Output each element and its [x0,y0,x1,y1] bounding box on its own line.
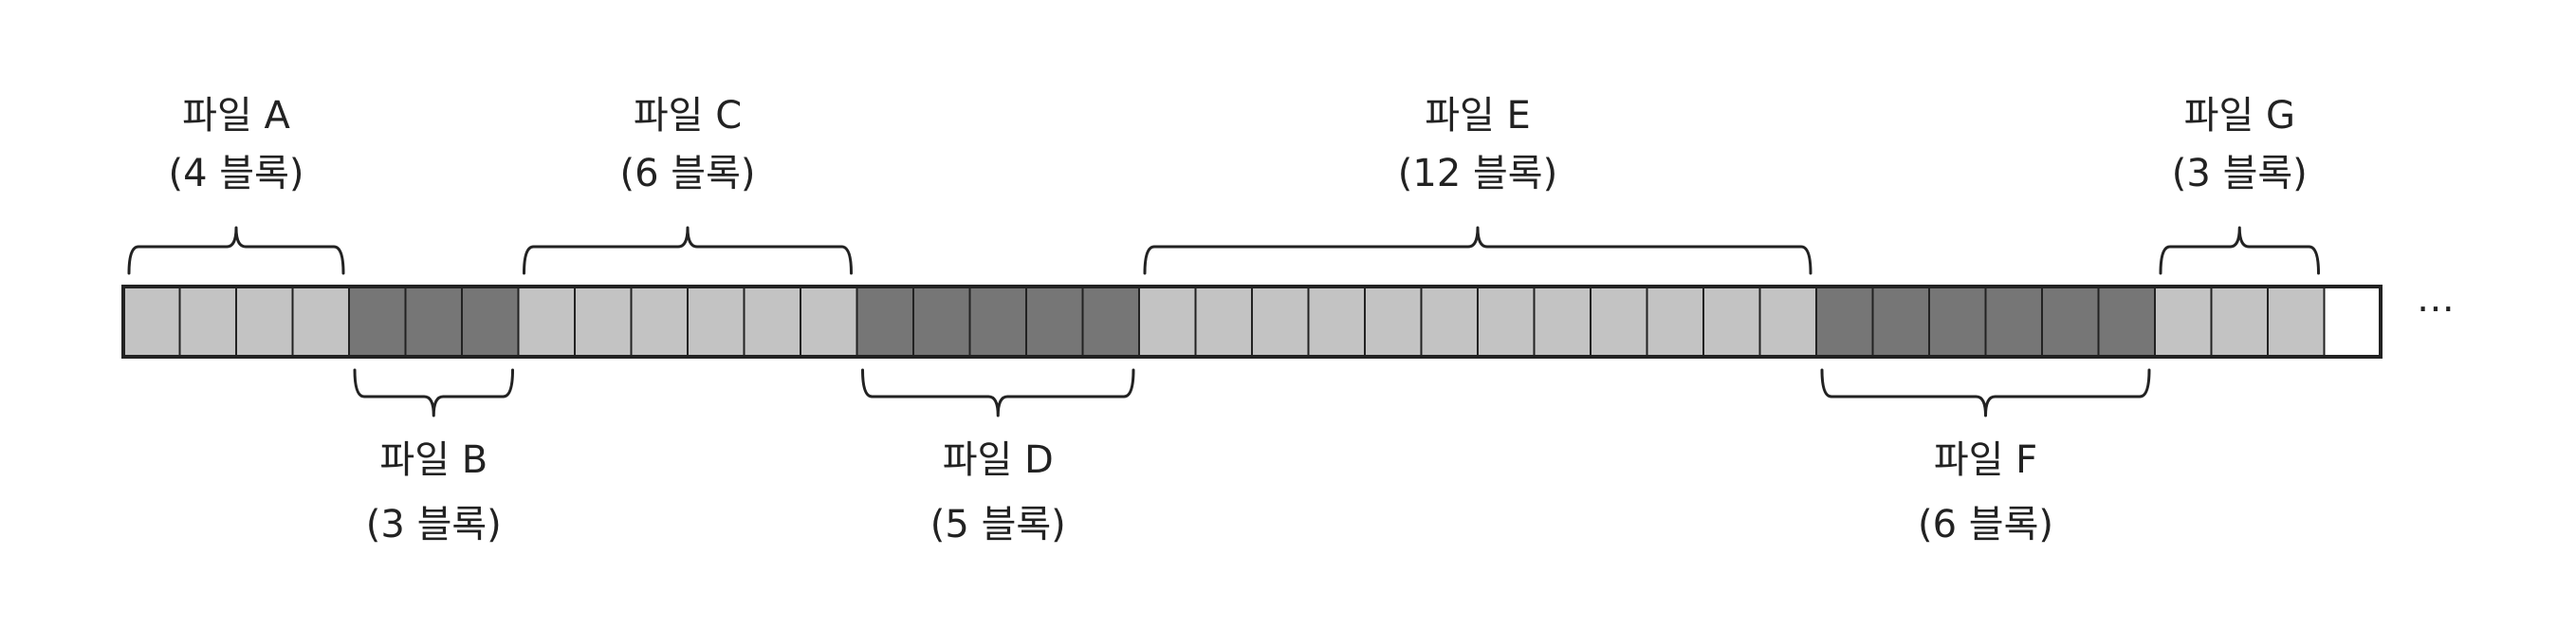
disk-block [461,286,520,358]
disk-block [1928,286,1987,358]
disk-block [1364,286,1423,358]
file-name-label: 파일 F [1934,438,2037,482]
disk-block [404,286,463,358]
disk-block [743,286,801,358]
disk-block [800,286,858,358]
disk-block [630,286,689,358]
disk-block [1702,286,1761,358]
file-size-label: (6 블록) [620,152,756,195]
disk-block [178,286,237,358]
file-brace [127,226,345,275]
file-brace [1143,226,1812,275]
disk-block [2097,286,2156,358]
disk-block [1081,286,1140,358]
disk-block [912,286,971,358]
disk-block [2210,286,2269,358]
disk-block [122,286,181,358]
file-brace [353,368,514,417]
disk-block [1815,286,1874,358]
disk-block [968,286,1027,358]
file-name-label: 파일 D [943,438,1054,482]
disk-block [1984,286,2043,358]
disk-block [1758,286,1817,358]
disk-block [2154,286,2213,358]
disk-block [1871,286,1930,358]
disk-block [1194,286,1253,358]
disk-block [1138,286,1197,358]
disk-block [348,286,407,358]
file-name-label: 파일 A [182,94,290,138]
free-block [2323,286,2382,358]
braces-layer [127,226,2320,417]
file-brace [523,226,853,275]
file-brace [2159,226,2320,275]
file-size-label: (4 블록) [169,152,304,195]
labels-layer: 파일 A (4 블록) 파일 B (3 블록) 파일 C (6 블록) 파일 D (5 블록)… [169,94,2308,547]
disk-block [687,286,745,358]
disk-block [1646,286,1704,358]
file-size-label: (5 블록) [930,503,1066,547]
file-name-label: 파일 G [2184,94,2295,138]
file-name-label: 파일 E [1425,94,1531,138]
file-size-label: (6 블록) [1918,503,2053,547]
file-size-label: (3 블록) [2172,152,2308,195]
continuation-ellipsis: ⋯ [2417,287,2455,330]
disk-block [1420,286,1479,358]
disk-block [1477,286,1536,358]
disk-block [856,286,914,358]
disk-block [1533,286,1592,358]
disk-block [1590,286,1648,358]
file-size-label: (12 블록) [1398,152,1557,195]
strip-outline [121,285,2383,359]
disk-block [2041,286,2100,358]
disk-block [574,286,633,358]
file-brace [1820,368,2151,417]
disk-block [1025,286,1084,358]
file-name-label: 파일 B [379,438,488,482]
disk-block [291,286,350,358]
blocks-layer [121,285,2383,359]
file-size-label: (3 블록) [366,503,502,547]
file-name-label: 파일 C [634,94,742,138]
disk-block [1251,286,1310,358]
file-brace [861,368,1135,417]
disk-block [517,286,576,358]
disk-block [1307,286,1366,358]
disk-block [2267,286,2326,358]
disk-block [235,286,294,358]
